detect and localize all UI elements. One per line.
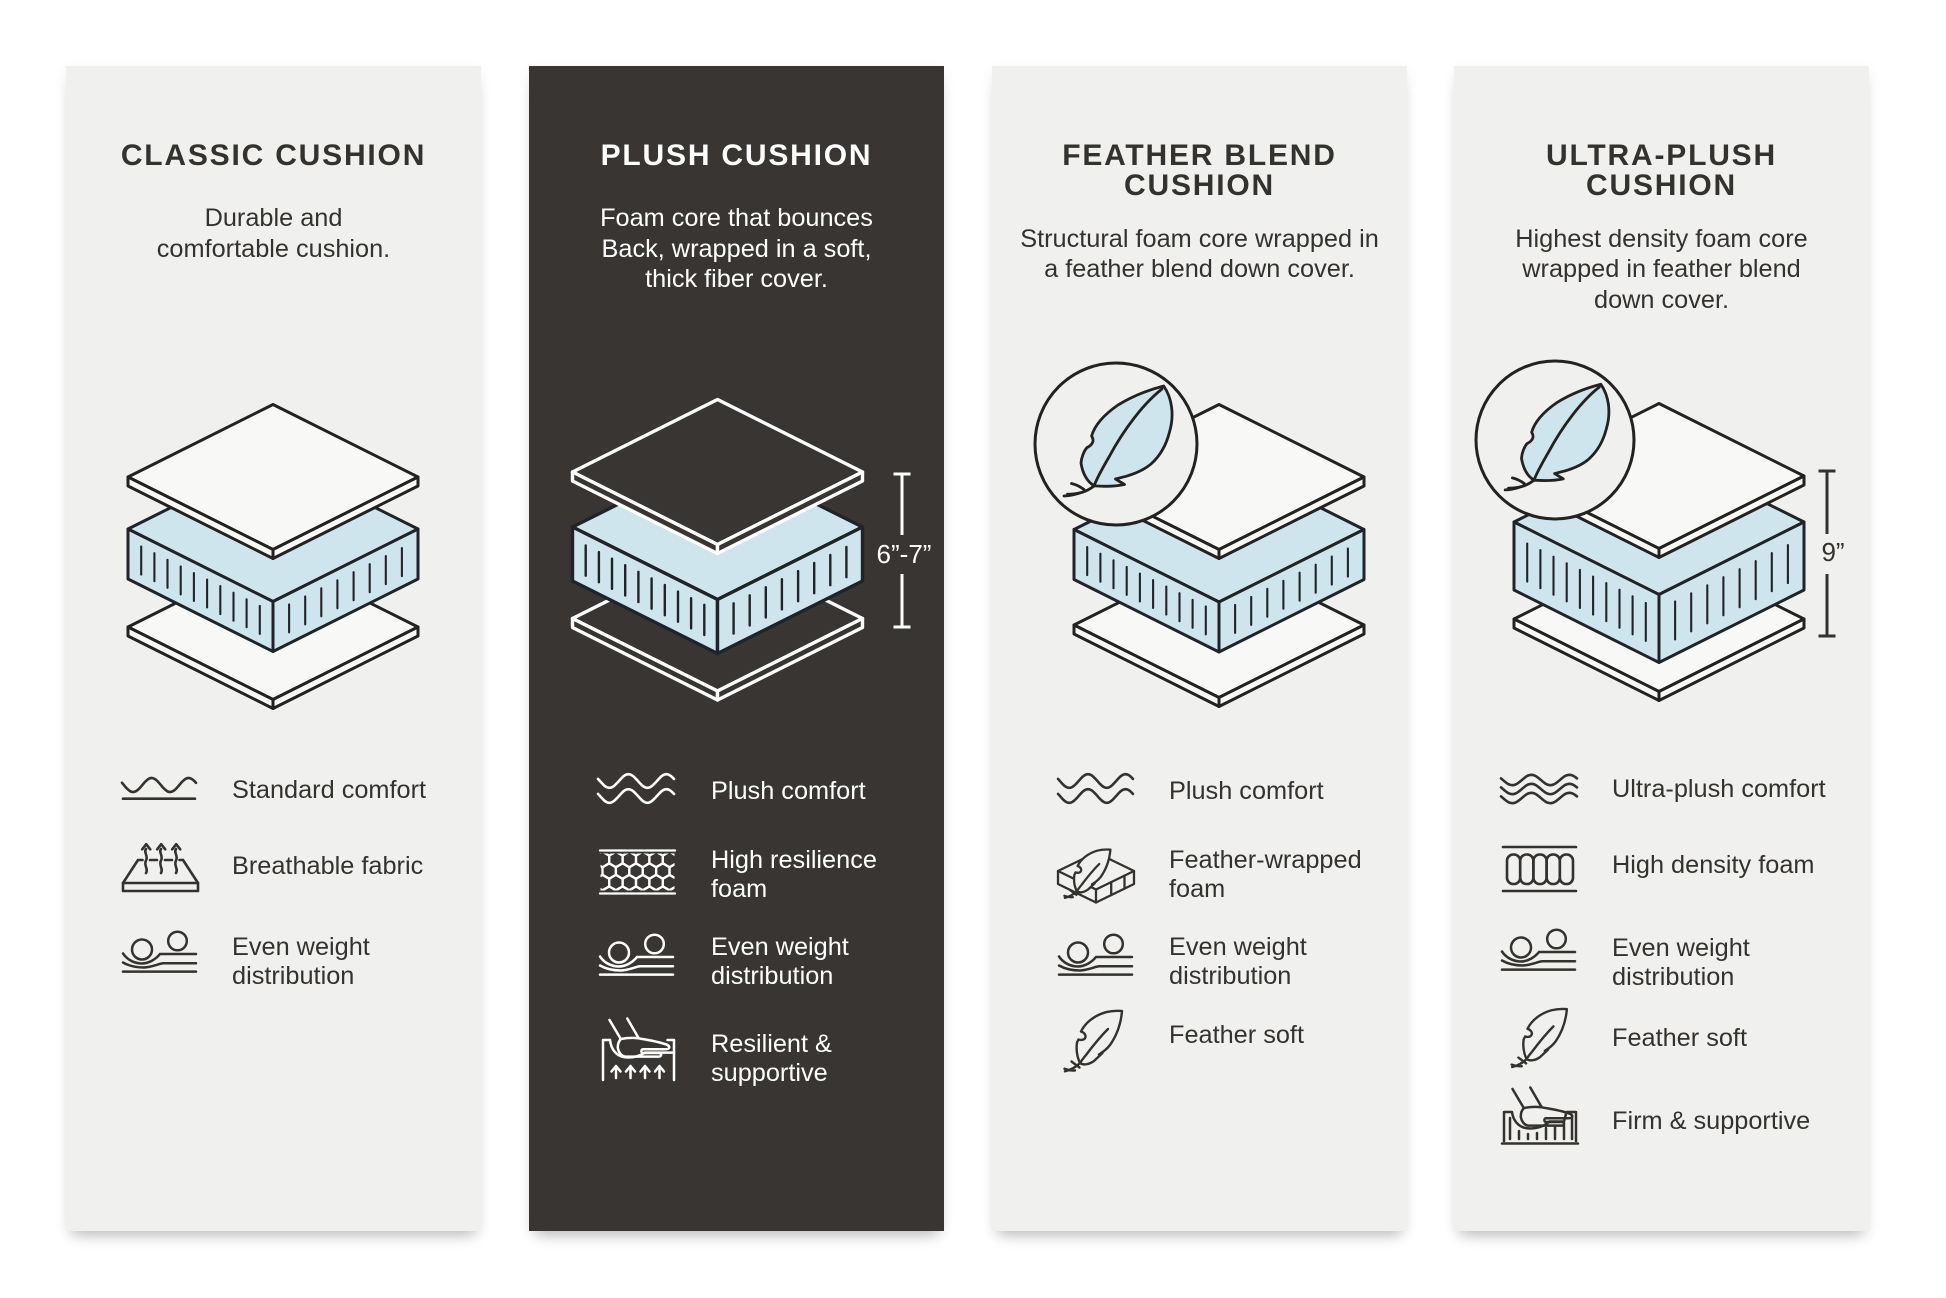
svg-text:9”: 9” [1821,537,1844,567]
svg-text:6”-7”: 6”-7” [877,539,932,569]
